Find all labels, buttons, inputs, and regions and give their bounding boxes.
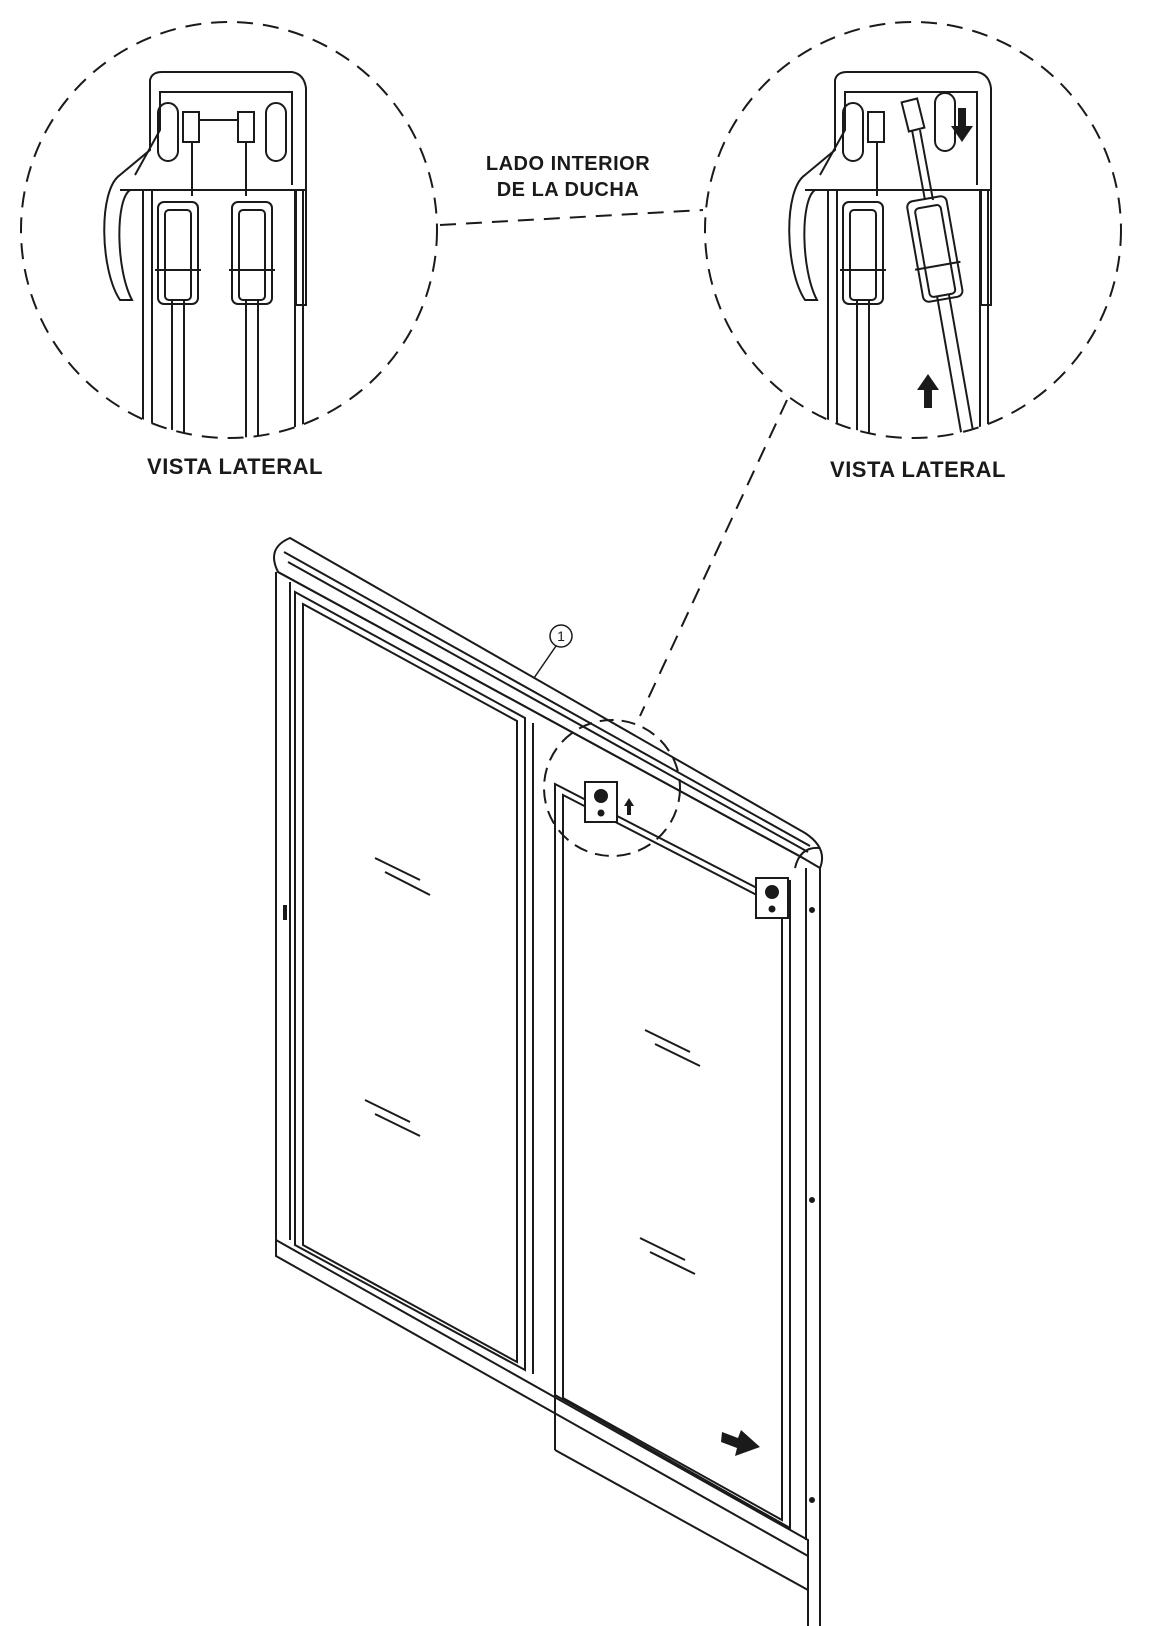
side-view-label-left: VISTA LATERAL xyxy=(147,454,323,479)
arrow-down-icon xyxy=(951,108,973,142)
detail-circle-right xyxy=(704,21,1122,439)
detail-reference-circle xyxy=(543,719,681,857)
sliding-glass-panel xyxy=(554,782,809,1591)
leader-lines xyxy=(439,209,788,717)
rail-profile-left xyxy=(103,71,307,438)
part-callout-1: 1 xyxy=(533,624,573,679)
top-rail xyxy=(273,536,824,870)
rail-profile-right xyxy=(788,71,992,438)
interior-side-leader xyxy=(439,209,704,226)
fixed-glass-panel xyxy=(283,590,526,1372)
arrow-up-icon xyxy=(917,374,939,408)
interior-side-label-line1: LADO INTERIOR xyxy=(486,153,650,175)
interior-side-label-line2: DE LA DUCHA xyxy=(497,179,640,201)
detail-leader xyxy=(639,399,788,717)
detail-circle-left xyxy=(20,21,438,439)
callout-number: 1 xyxy=(557,628,565,644)
slide-direction-arrow-icon xyxy=(721,1430,760,1456)
roller-hanger-left xyxy=(584,781,618,823)
shower-door-assembly xyxy=(273,536,824,1626)
roller-hanger-right xyxy=(755,877,789,919)
side-view-label-right: VISTA LATERAL xyxy=(830,457,1006,482)
hanger-arrow-icon xyxy=(624,798,634,815)
